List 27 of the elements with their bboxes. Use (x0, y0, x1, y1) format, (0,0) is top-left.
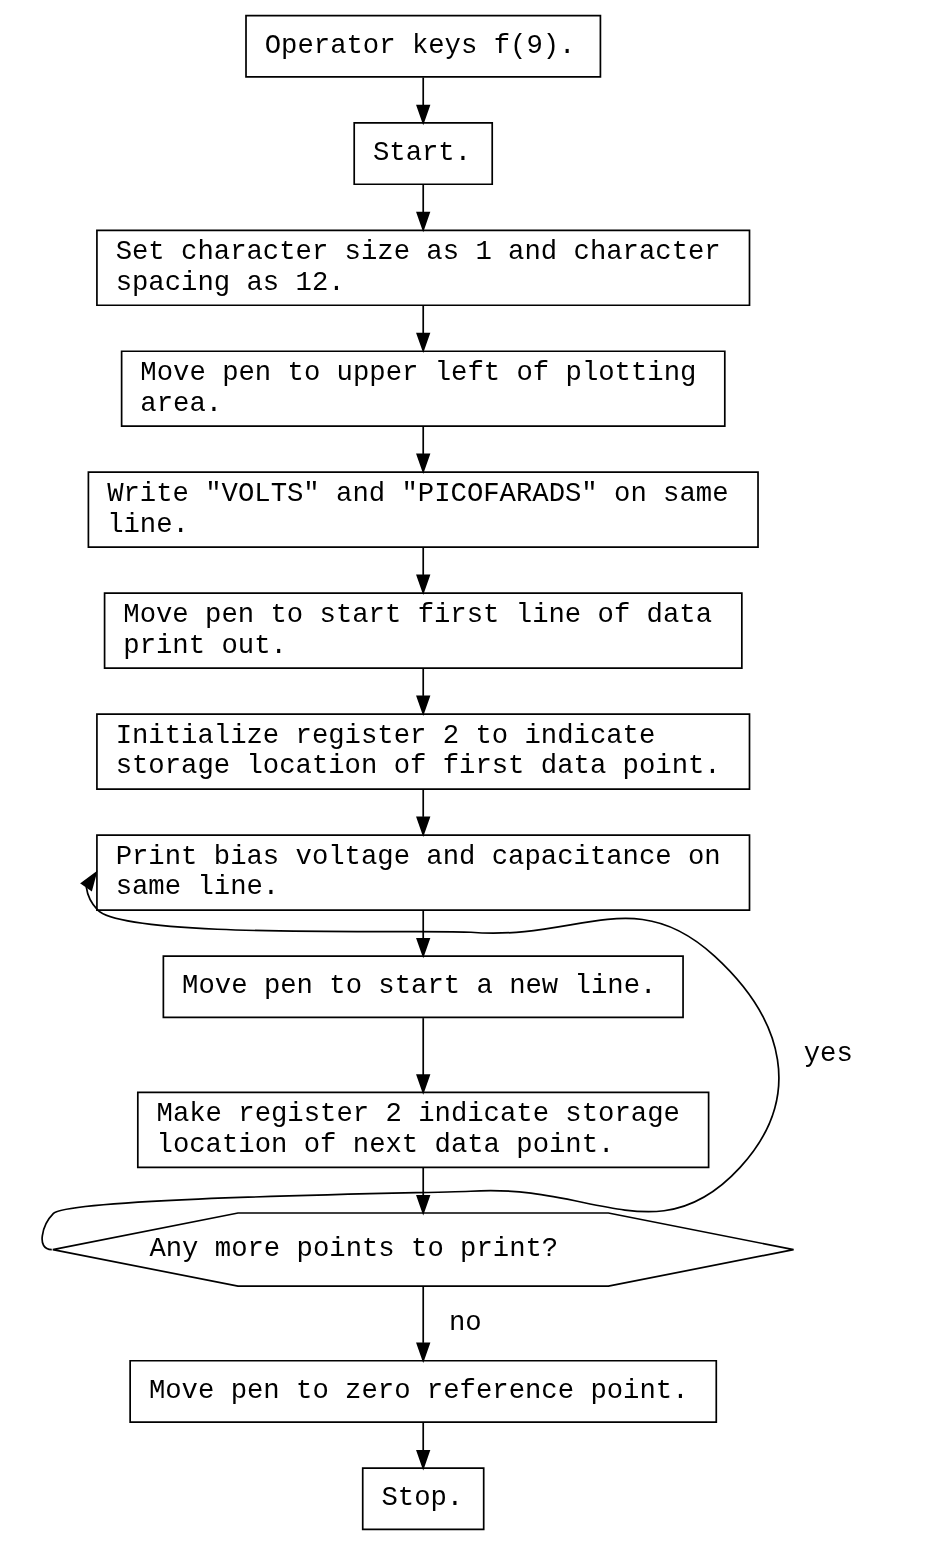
arrow (416, 667, 431, 717)
node-box: Initialize register 2 to indicate storage location of first data point. (96, 713, 751, 790)
node-box: Move pen to upper left of plotting area. (120, 350, 726, 428)
arrow (416, 304, 431, 354)
node-box: Write "VOLTS" and "PICOFARADS" on same line. (87, 471, 759, 549)
arrow (416, 425, 431, 475)
node-box: Move pen to start first line of data print out. (103, 592, 743, 669)
node-box: Print bias voltage and capacitance on same line. (96, 834, 751, 911)
edge-label: no (448, 1306, 482, 1338)
node-box: Stop. (361, 1467, 485, 1531)
node-box: Make register 2 indicate storage location of next data point. (136, 1091, 710, 1169)
arrow (416, 1421, 431, 1471)
node-box: Move pen to start a new line. (162, 955, 684, 1019)
node-box: Move pen to zero reference point. (129, 1359, 718, 1423)
arrow (416, 909, 431, 959)
arrow (416, 546, 431, 596)
arrow (41, 870, 780, 1251)
arrow (416, 788, 431, 837)
arrow (416, 1285, 431, 1363)
node-box: Set character size as 1 and character spacing as 12. (96, 229, 751, 307)
arrow (416, 1017, 431, 1095)
arrow (416, 76, 431, 126)
arrow (416, 183, 431, 233)
node-box: Start. (353, 122, 494, 186)
arrow (416, 1166, 431, 1216)
node-box: Operator keys f(9). (245, 14, 602, 78)
edge-label: yes (803, 1038, 853, 1070)
